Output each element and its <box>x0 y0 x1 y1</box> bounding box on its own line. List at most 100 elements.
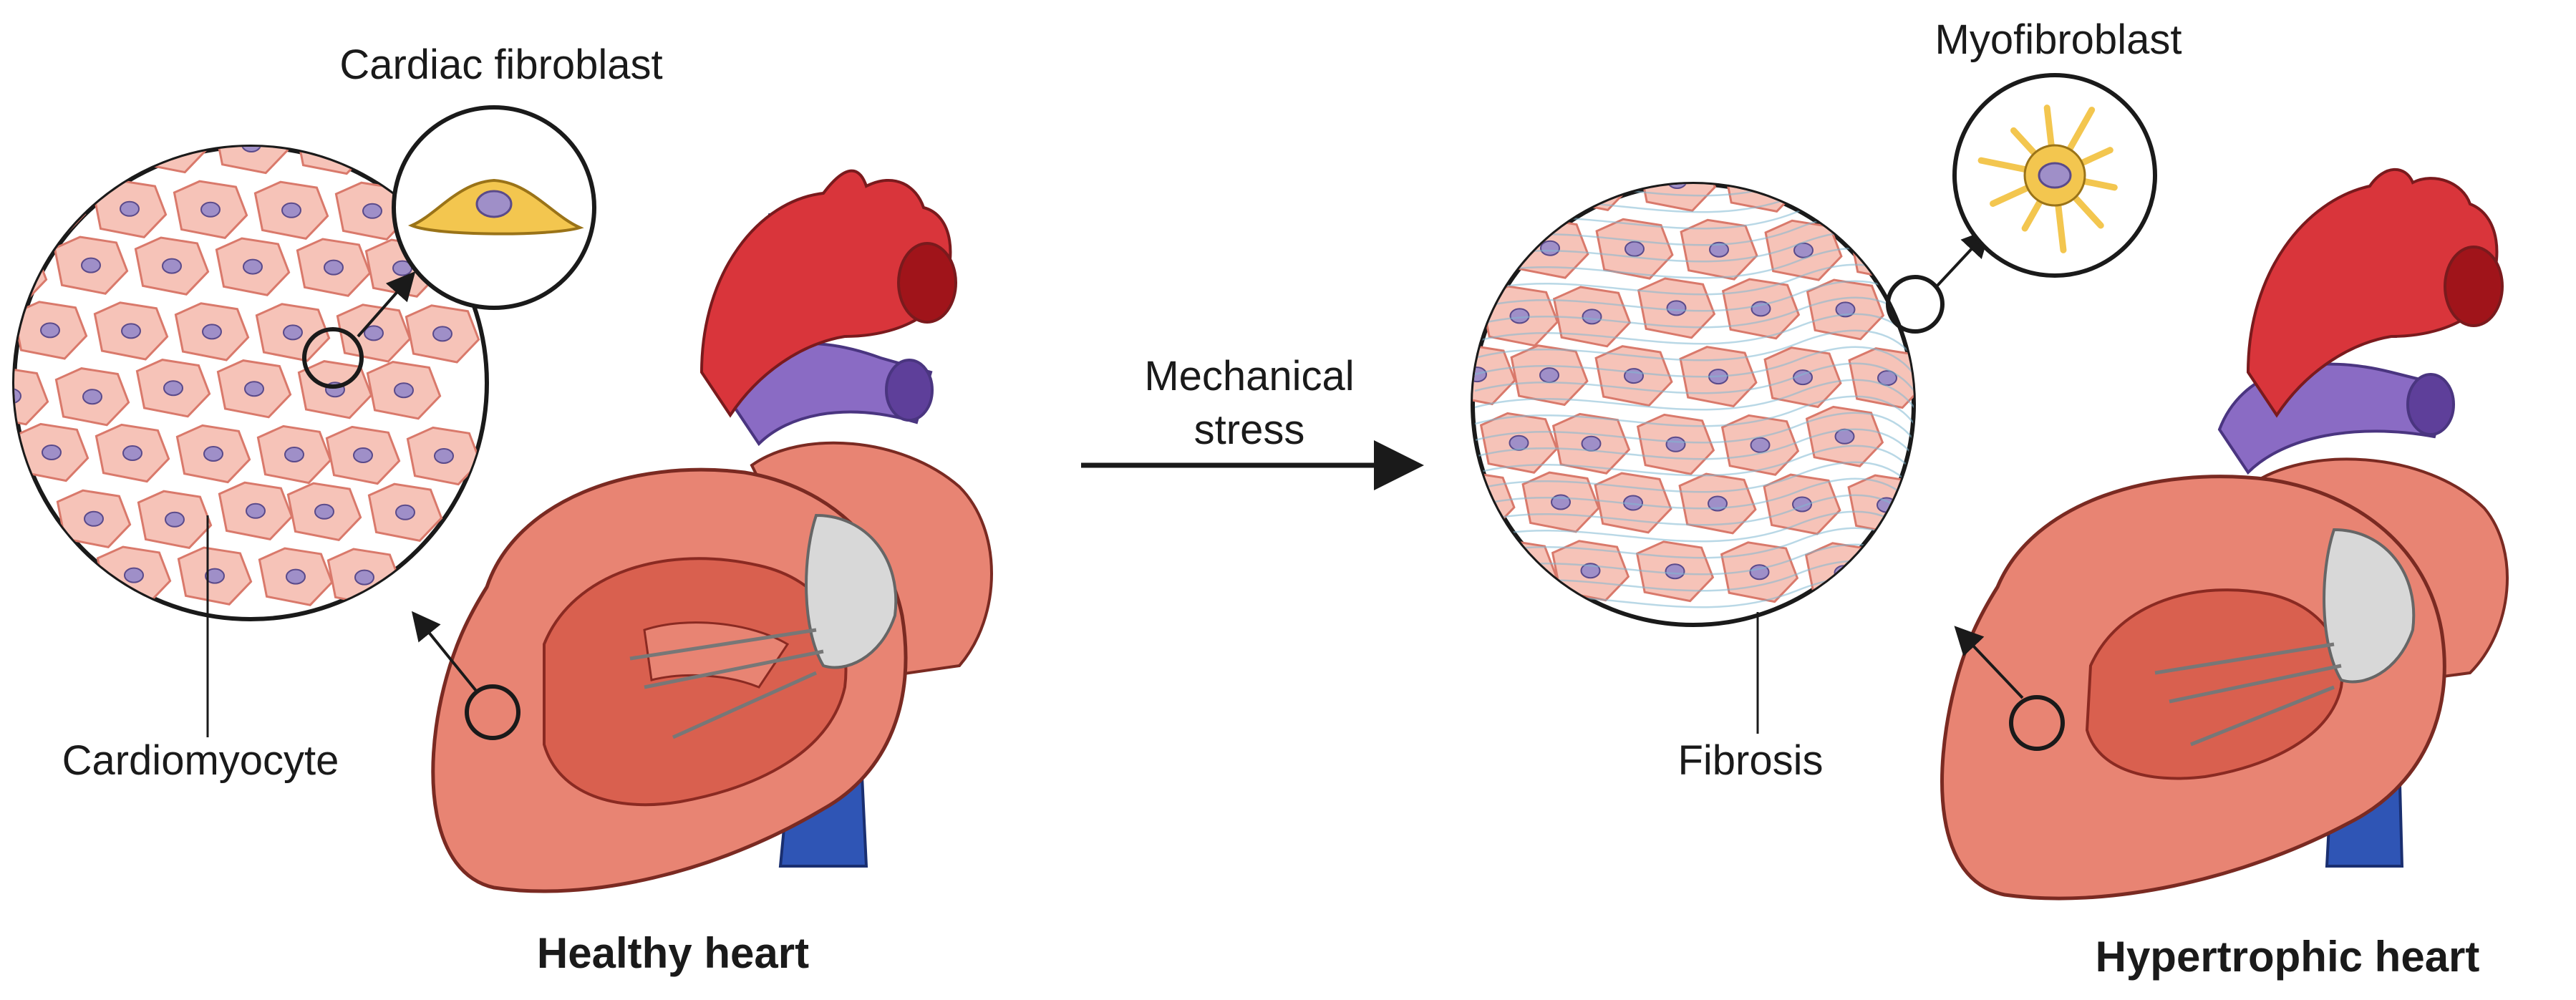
healthy-nucleus <box>284 447 304 462</box>
aorta-opening <box>897 242 957 324</box>
healthy-nucleus <box>122 445 142 461</box>
healthy-nucleus <box>165 511 185 528</box>
aorta-opening-right <box>2444 246 2504 327</box>
healthy-heart-illustration <box>411 169 993 893</box>
label-healthy-heart: Healthy heart <box>537 929 809 977</box>
valve <box>805 513 898 669</box>
healthy-cardiomyocyte <box>407 548 483 608</box>
chordae <box>629 628 824 739</box>
healthy-nucleus <box>121 323 141 339</box>
fibrotic-nucleus <box>1667 184 1688 189</box>
myofibroblast-inset <box>1952 73 2157 278</box>
healthy-nucleus <box>202 324 222 340</box>
healthy-nucleus <box>395 504 415 520</box>
fibrotic-nucleus <box>1750 437 1771 453</box>
fibroblast-pointer <box>357 271 416 338</box>
healthy-nucleus <box>246 503 266 519</box>
healthy-nucleus <box>354 569 374 586</box>
fibrotic-nucleus <box>1509 435 1529 451</box>
label-fibrosis: Fibrosis <box>1677 737 1823 784</box>
label-mechanical-stress-2: stress <box>1194 407 1305 453</box>
fibrotic-tissue-zoom <box>1471 182 1991 734</box>
fibrotic-nucleus <box>1665 436 1686 452</box>
healthy-nucleus <box>43 566 63 583</box>
fibrotic-cardiomyocyte <box>1473 470 1516 533</box>
valve-right <box>2323 528 2416 684</box>
cardiac-fibroblast-inset <box>392 105 596 310</box>
pulmonary-opening <box>885 359 934 422</box>
left-magnifier-spot <box>465 684 520 740</box>
fibroblast-nucleus <box>475 190 513 218</box>
left-pointer-arrow <box>411 611 478 692</box>
healthy-nucleus <box>324 259 344 276</box>
healthy-nucleus <box>39 200 59 216</box>
label-cardiac-fibroblast: Cardiac fibroblast <box>339 42 662 88</box>
healthy-nucleus <box>435 570 455 586</box>
fibrosis-strand <box>1474 379 1914 412</box>
healthy-cardiomyocyte <box>14 147 47 173</box>
fibrotic-nucleus <box>1582 309 1602 325</box>
fibrotic-cardiomyocyte <box>1806 184 1886 214</box>
fibrosis-strand <box>1474 395 1914 429</box>
label-mechanical-stress-1: Mechanical <box>1144 353 1354 399</box>
pulmonary-opening-right <box>2406 373 2455 436</box>
healthy-nucleus <box>394 382 414 399</box>
healthy-cardiomyocyte <box>14 366 49 426</box>
fibrotic-nucleus <box>1508 562 1529 578</box>
fibrotic-nucleus <box>1540 240 1560 256</box>
healthy-nucleus <box>205 568 225 584</box>
fibrotic-nucleus <box>1624 241 1645 257</box>
healthy-nucleus <box>241 147 261 152</box>
fibrotic-nucleus <box>1473 239 1488 256</box>
healthy-nucleus <box>163 380 183 397</box>
healthy-nucleus <box>14 388 21 404</box>
healthy-nucleus <box>286 568 306 585</box>
fibrotic-nucleus <box>1835 301 1856 318</box>
aorta <box>699 169 952 418</box>
healthy-nucleus <box>42 445 62 460</box>
healthy-nucleus <box>82 389 102 405</box>
healthy-cardiomyocyte <box>15 545 91 604</box>
hypertrophic-heart-illustration <box>1940 168 2509 901</box>
healthy-nucleus <box>432 326 452 342</box>
healthy-nucleus <box>14 510 23 526</box>
fibrotic-nucleus <box>1498 184 1519 188</box>
fibrotic-nucleus <box>1709 241 1729 258</box>
healthy-nucleus <box>162 258 182 274</box>
healthy-nucleus <box>322 147 342 153</box>
fibrosis-strand <box>1474 346 1914 379</box>
label-hypertrophic-heart: Hypertrophic heart <box>2096 933 2480 981</box>
right-magnifier-spot <box>2009 695 2065 751</box>
healthy-nucleus <box>364 325 384 341</box>
fibrotic-nucleus <box>1665 563 1685 580</box>
healthy-nucleus <box>124 567 144 583</box>
healthy-nucleus <box>244 381 264 397</box>
healthy-nucleus <box>79 147 100 151</box>
fibrotic-nucleus <box>1473 493 1486 510</box>
healthy-nucleus <box>200 201 221 218</box>
healthy-nucleus <box>14 147 19 150</box>
fibrotic-cardiomyocyte <box>1849 220 1914 282</box>
right-pointer-arrow <box>1954 626 2024 699</box>
fibroblast-spot <box>302 327 364 389</box>
ventricle-chamber <box>543 557 848 807</box>
fibrosis-strand <box>1474 362 1914 396</box>
fibrotic-nucleus <box>1582 184 1603 188</box>
chordae-right <box>2154 642 2342 747</box>
healthy-nucleus <box>314 503 334 520</box>
healthy-nucleus <box>14 266 20 282</box>
aorta-right <box>2246 168 2499 418</box>
healthy-nucleus <box>40 322 60 339</box>
healthy-nucleus <box>283 324 303 341</box>
healthy-nucleus <box>203 446 223 462</box>
fibrosis-strand <box>1474 412 1914 445</box>
label-cardiomyocyte: Cardiomyocyte <box>62 737 339 784</box>
fibrotic-nucleus <box>1666 300 1687 316</box>
fibrotic-nucleus <box>1751 184 1772 190</box>
healthy-nucleus <box>120 200 140 217</box>
healthy-nucleus <box>160 147 180 152</box>
fibrotic-cardiomyocyte <box>1473 216 1517 278</box>
fibrotic-nucleus <box>1581 435 1602 452</box>
label-myofibroblast: Myofibroblast <box>1935 16 2182 63</box>
